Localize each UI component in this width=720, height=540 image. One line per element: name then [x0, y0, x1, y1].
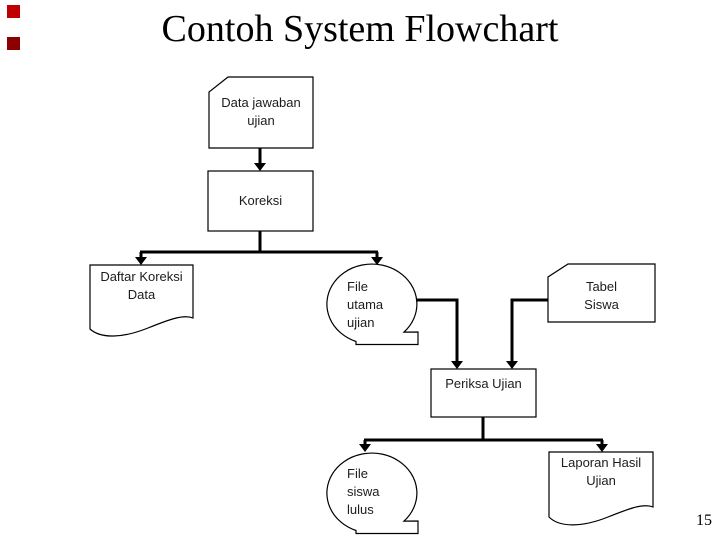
edge-tabel-siswa-to-periksa	[506, 298, 548, 369]
page-number: 15	[696, 512, 712, 529]
arrowhead-down-icon	[596, 444, 608, 452]
arrowhead-down-icon	[371, 257, 383, 265]
node-label-tabel-siswa: Tabel Siswa	[584, 279, 619, 312]
node-label-periksa-ujian: Periksa Ujian	[445, 376, 522, 391]
node-koreksi-shape	[207, 170, 314, 232]
edge-data-jawaban-to-koreksi	[254, 148, 266, 171]
arrowhead-down-icon	[254, 163, 266, 171]
edge-koreksi-branch	[135, 231, 383, 265]
edge-periksa-branch	[359, 417, 608, 452]
node-label-daftar-koreksi-data: Daftar Koreksi Data	[100, 269, 183, 302]
arrowhead-down-icon	[359, 444, 371, 452]
red-square-decoration-bottom	[7, 37, 20, 50]
node-daftar-koreksi-data-shape	[89, 264, 194, 337]
node-label-file-siswa-lulus: File siswa lulus	[347, 466, 380, 517]
node-file-utama-ujian-shape	[326, 263, 419, 346]
node-label-data-jawaban-ujian: Data jawaban ujian	[221, 95, 301, 128]
edge-file-utama-to-periksa	[416, 298, 463, 369]
node-label-file-utama-ujian: File utama ujian	[347, 279, 384, 330]
node-label-laporan-hasil-ujian: Laporan Hasil Ujian	[560, 455, 642, 488]
node-periksa-ujian-shape	[430, 368, 537, 418]
red-square-decoration-top	[7, 5, 20, 18]
slide-title: Contoh System Flowchart	[161, 8, 559, 50]
arrowhead-down-icon	[506, 361, 518, 369]
arrowhead-down-icon	[135, 257, 147, 265]
arrowhead-down-icon	[451, 361, 463, 369]
node-file-siswa-lulus-shape	[326, 452, 419, 535]
node-tabel-siswa-shape	[547, 263, 656, 323]
node-laporan-hasil-ujian-shape	[548, 451, 654, 526]
node-label-koreksi: Koreksi	[238, 193, 283, 208]
